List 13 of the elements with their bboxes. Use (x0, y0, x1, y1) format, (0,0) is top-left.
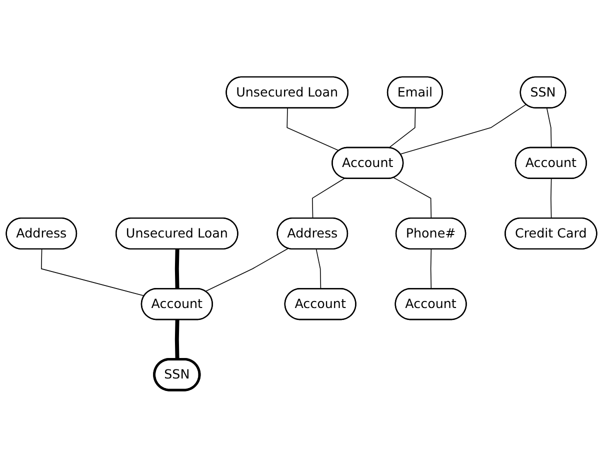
connector (400, 104, 527, 154)
connector (174, 249, 180, 290)
connector (286, 108, 340, 152)
connector (205, 248, 288, 292)
connector (312, 178, 345, 219)
connector (174, 320, 180, 360)
connector (546, 108, 552, 148)
connector (388, 108, 416, 148)
connector (316, 248, 322, 290)
connector (393, 177, 432, 219)
connector (550, 178, 552, 219)
connector (41, 248, 145, 296)
connector (430, 248, 432, 290)
